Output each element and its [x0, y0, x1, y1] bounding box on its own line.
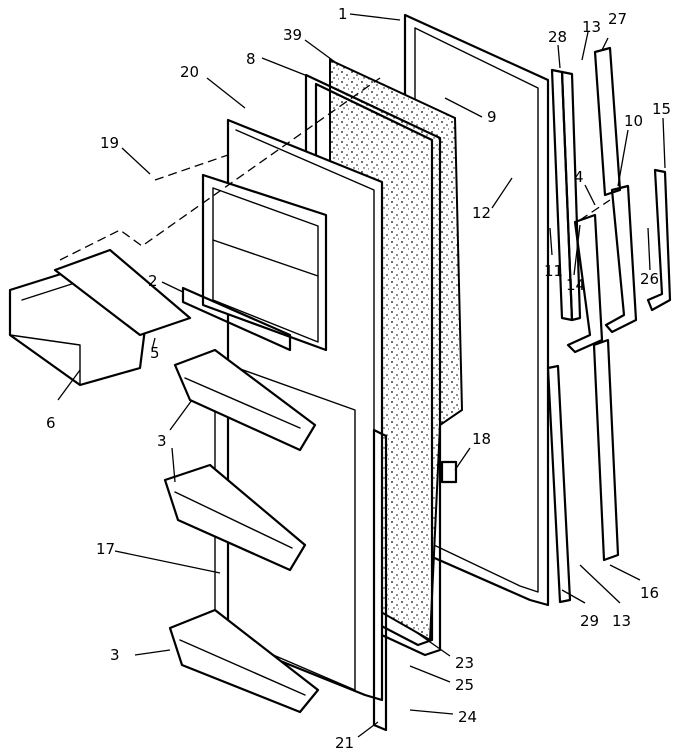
label-2: 2: [148, 272, 158, 290]
leader-lines: [57, 13, 666, 738]
label-24: 24: [458, 708, 477, 726]
handle-15: [646, 168, 672, 312]
label-23: 23: [455, 654, 474, 672]
label-21: 21: [335, 734, 354, 752]
label-10: 10: [624, 112, 643, 130]
handle-14: [566, 213, 604, 354]
label-12: 12: [472, 204, 491, 222]
label-13-bottom: 13: [612, 612, 631, 630]
label-27: 27: [608, 10, 627, 28]
breaker-strip: [372, 428, 388, 732]
label-29: 29: [580, 612, 599, 630]
hinge-18: [440, 460, 458, 484]
part-labels: 1 39 8 20 9 19 12 28 13 27 15 10 4 2 11 …: [46, 5, 671, 752]
label-39: 39: [283, 26, 302, 44]
door-shelf-lower: [168, 608, 320, 714]
door-shelf-upper: [173, 348, 317, 452]
trim-29: [546, 364, 572, 604]
label-11: 11: [544, 262, 563, 280]
handle-trim-16: [592, 338, 620, 562]
label-16: 16: [640, 584, 659, 602]
label-18: 18: [472, 430, 491, 448]
label-13-top: 13: [582, 18, 601, 36]
label-6: 6: [46, 414, 56, 432]
door-shelf-middle: [163, 463, 307, 572]
label-20: 20: [180, 63, 199, 81]
label-1: 1: [338, 5, 348, 23]
shelf-rail: [181, 286, 292, 352]
label-25: 25: [455, 676, 474, 694]
handle-trim-27: [593, 46, 622, 197]
label-26: 26: [640, 270, 659, 288]
label-3-upper: 3: [157, 432, 167, 450]
label-15: 15: [652, 100, 671, 118]
label-4: 4: [574, 168, 584, 186]
label-14: 14: [566, 276, 585, 294]
label-28: 28: [548, 28, 567, 46]
trim-28: [550, 68, 582, 322]
label-5: 5: [150, 344, 160, 362]
dairy-compartment-lid: [53, 248, 192, 337]
label-9: 9: [487, 108, 497, 126]
label-17: 17: [96, 540, 115, 558]
label-3-lower: 3: [110, 646, 120, 664]
label-19: 19: [100, 134, 119, 152]
handle-10: [604, 184, 638, 334]
label-8: 8: [246, 50, 256, 68]
alignment-lines: [59, 77, 611, 261]
